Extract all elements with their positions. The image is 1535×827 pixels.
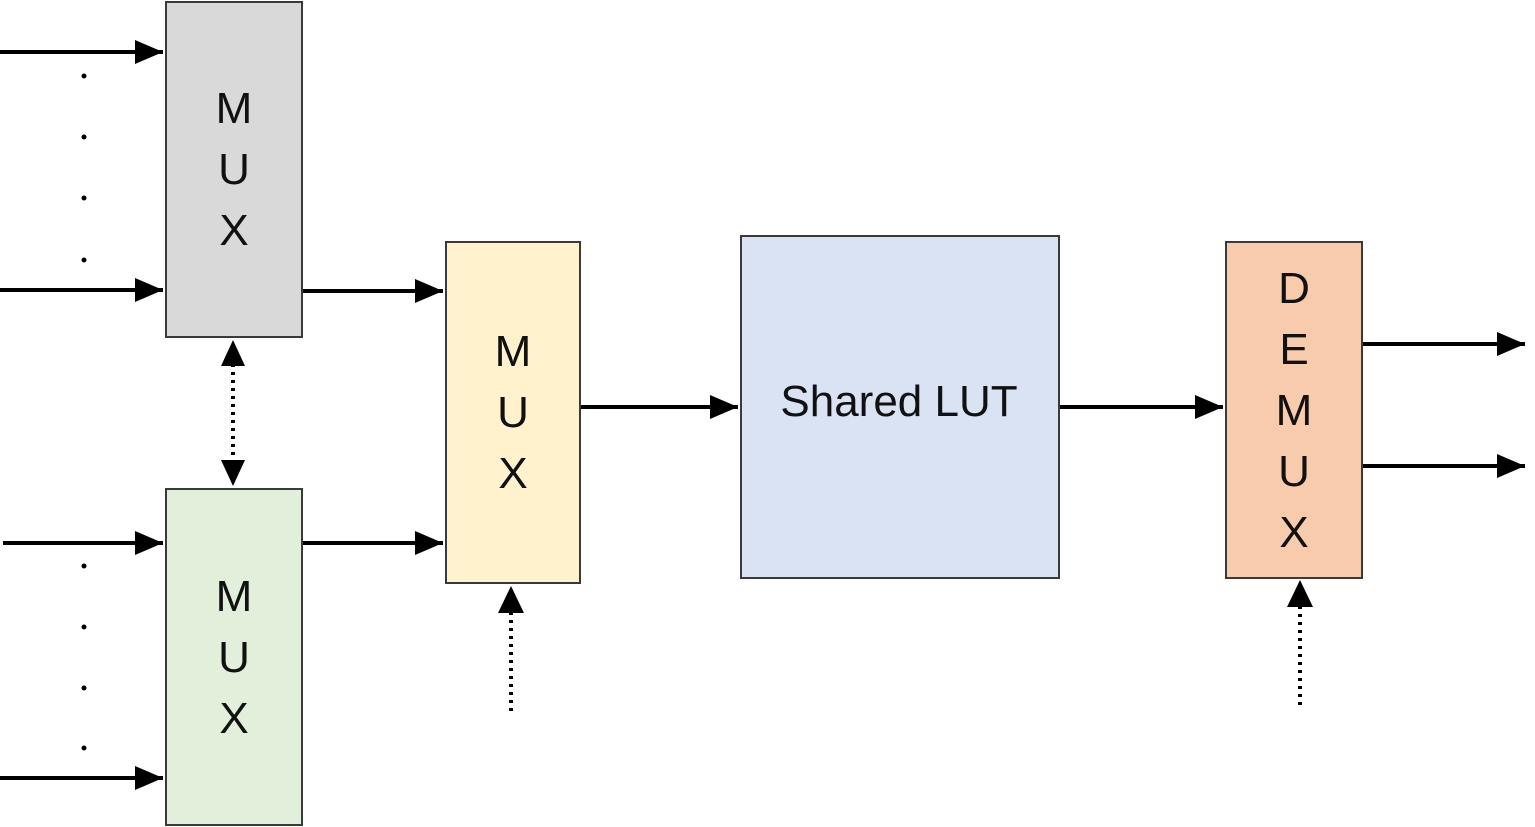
mux-middle-letter: U: [497, 388, 529, 437]
mux-bottom-letter: X: [219, 693, 249, 743]
demux-select-arrowhead: [1287, 580, 1313, 607]
mid-mux-select-arrowhead: [498, 586, 524, 613]
ellipsis-dot: [81, 563, 87, 569]
demux-letter: M: [1275, 385, 1313, 435]
ellipsis-dot: [81, 745, 87, 751]
ellipsis-dot: [81, 134, 87, 140]
mux-middle-letter: X: [498, 449, 528, 498]
shared-lut-block: Shared LUT: [740, 235, 1060, 579]
mux-top-letter: M: [215, 84, 253, 133]
ellipsis-dot: [81, 624, 87, 630]
mux-top-letter: X: [219, 206, 249, 255]
mux-bottom-letter: U: [218, 632, 250, 682]
ellipsis-dot: [81, 685, 87, 691]
mux-block-middle: M U X: [445, 241, 581, 584]
demux-letter: D: [1278, 263, 1310, 313]
ellipsis-dot: [81, 73, 87, 79]
demux-block: D E M U X: [1225, 241, 1363, 579]
demux-letter: E: [1279, 324, 1309, 374]
demux-letter: U: [1278, 446, 1310, 496]
mux-block-bottom: M U X: [165, 488, 303, 826]
mux-top-letter: U: [218, 145, 250, 194]
select-link-arrowhead-up: [221, 340, 245, 366]
mux-block-top: M U X: [165, 1, 303, 338]
select-link-arrowhead-down: [221, 460, 245, 486]
shared-lut-label: Shared LUT: [780, 377, 1018, 426]
ellipsis-dot: [81, 195, 87, 201]
demux-letter: X: [1279, 507, 1309, 557]
mux-bottom-letter: M: [215, 571, 253, 621]
ellipsis-dot: [81, 257, 87, 263]
mux-middle-letter: M: [494, 327, 532, 376]
